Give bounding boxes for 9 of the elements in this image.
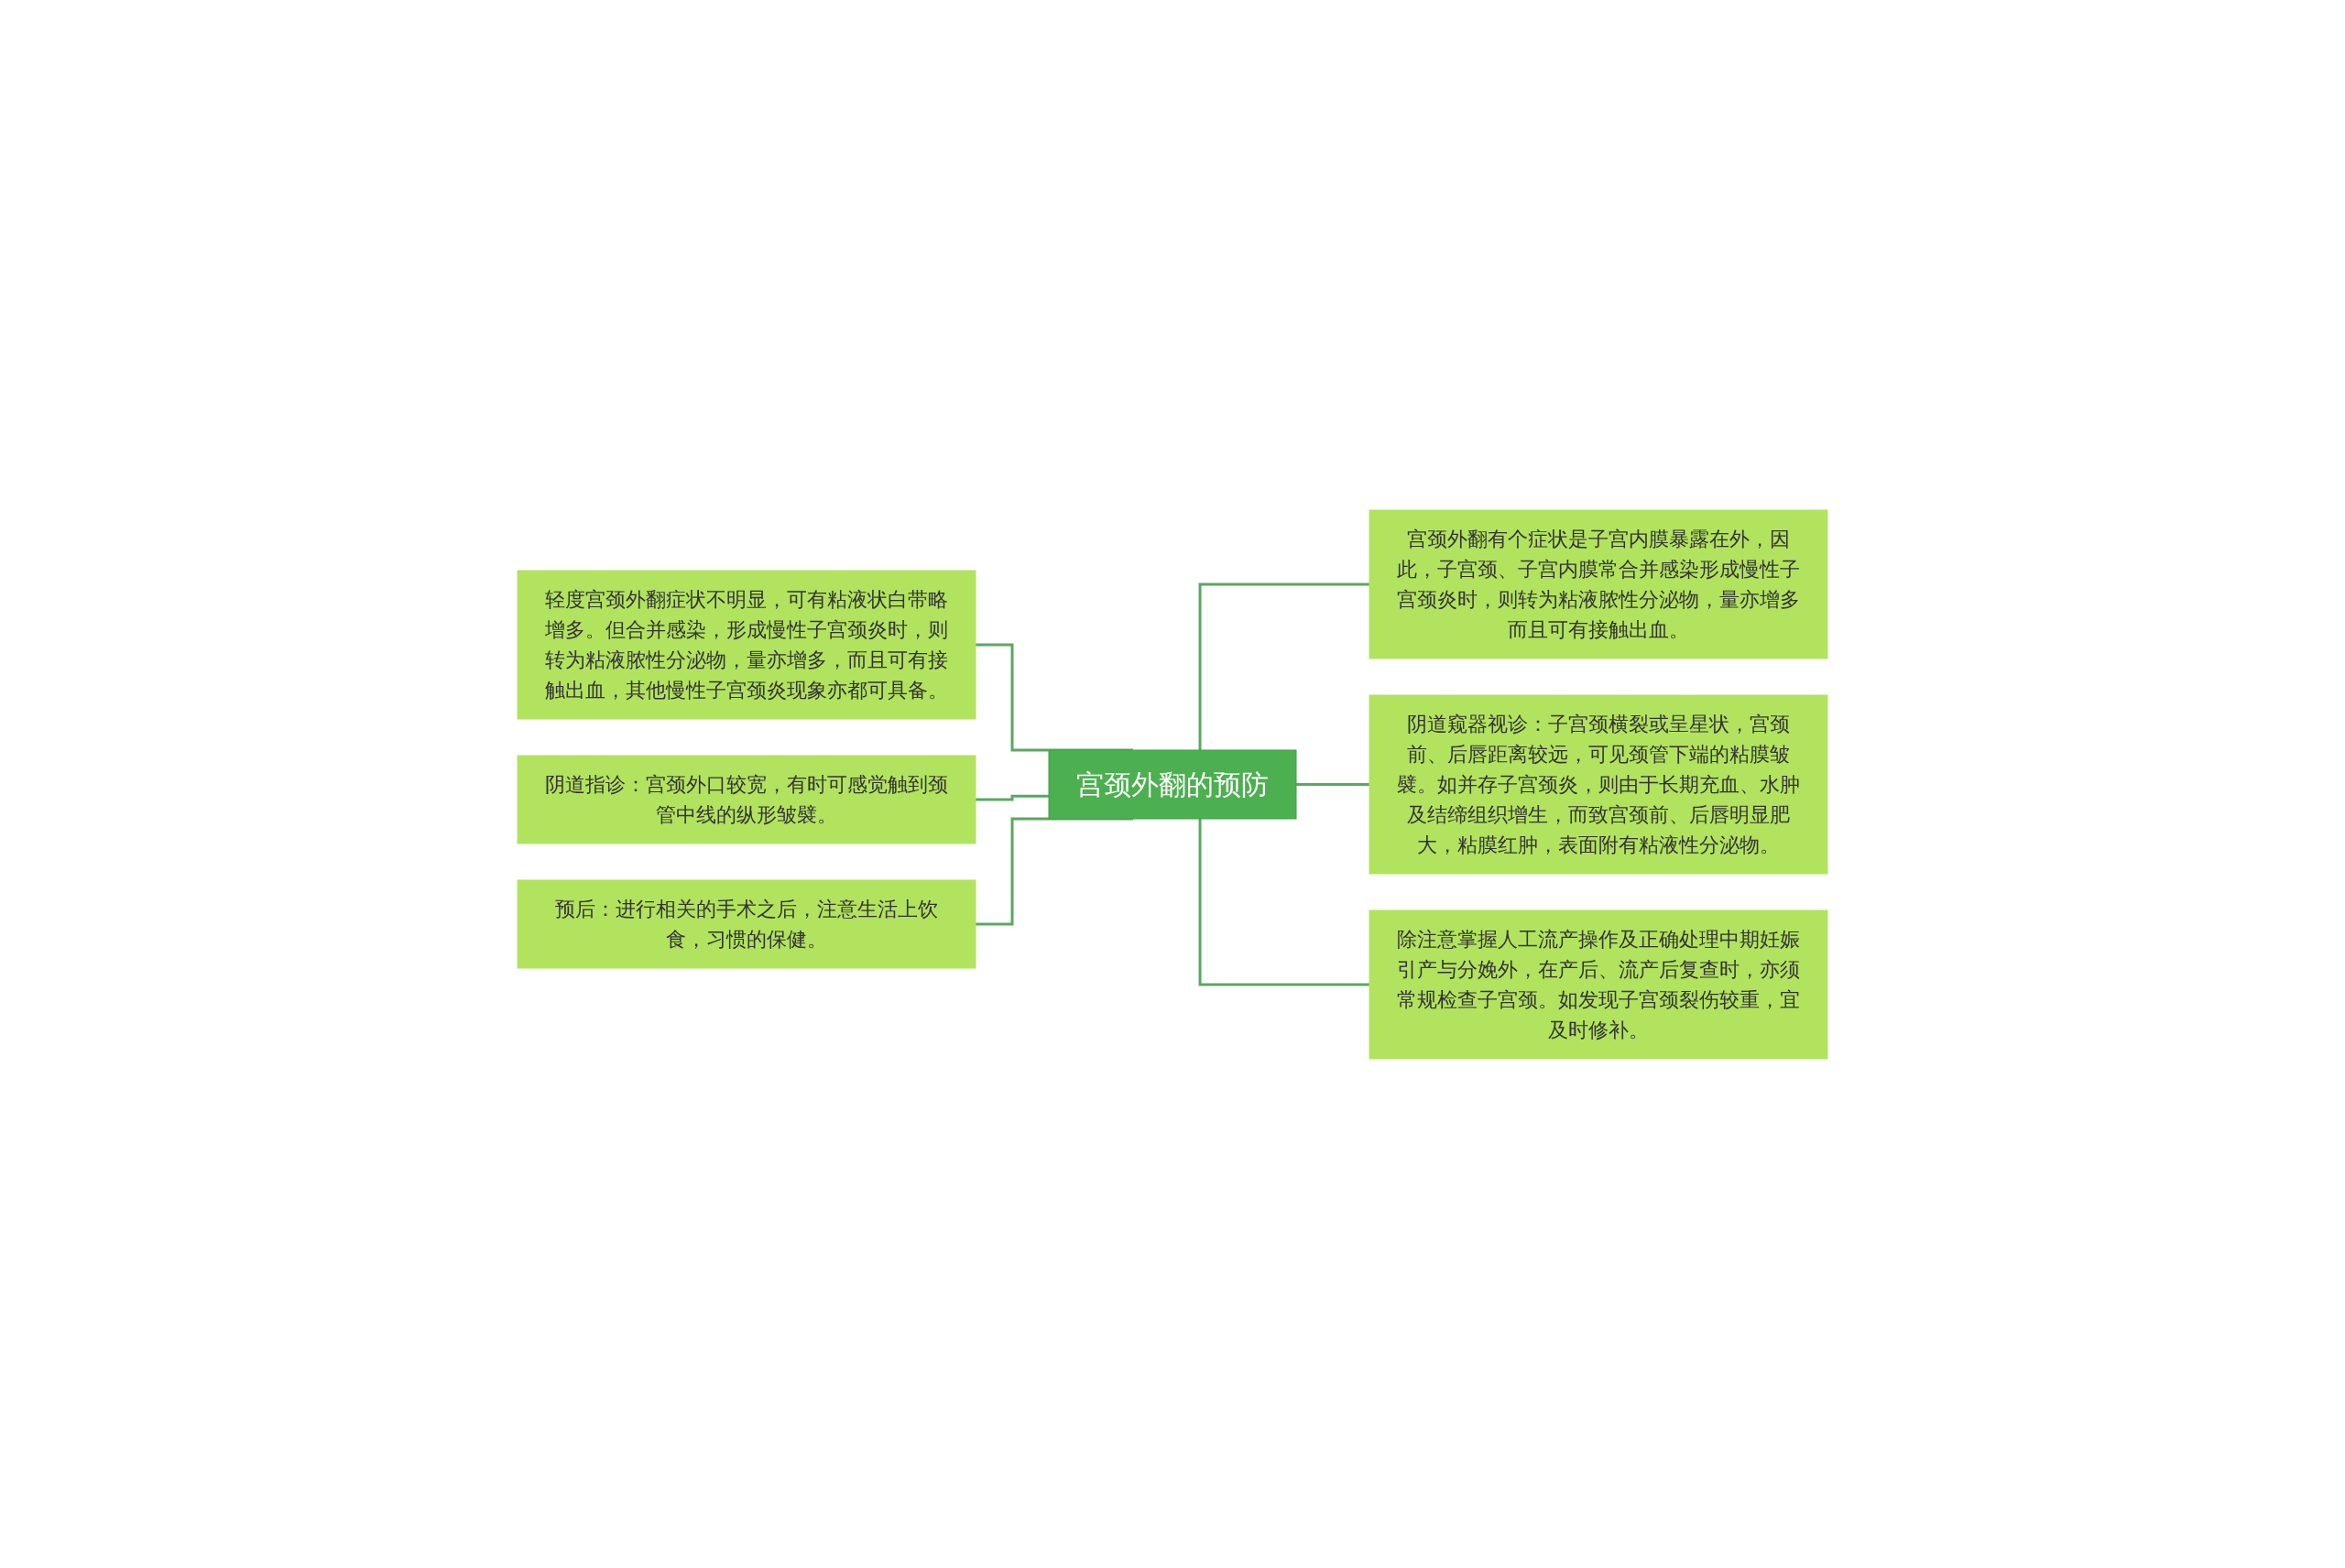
node-box: 宫颈外翻有个症状是子宫内膜暴露在外，因此，子宫颈、子宫内膜常合并感染形成慢性子宫颈炎时，则转为粘液脓性分泌物，量亦增多而且可有接触出血。: [1369, 509, 1828, 659]
connector: [1198, 583, 1369, 750]
node-box: 宫颈外翻的预防: [1048, 749, 1297, 819]
node-box: 预后：进行相关的手术之后，注意生活上饮食，习惯的保健。: [517, 879, 976, 968]
node-box: 轻度宫颈外翻症状不明显，可有粘液状白带略增多。但合并感染，形成慢性子宫颈炎时，则转为粘液脓性分泌物，量亦增多，而且可有接触出血，其他慢性子宫颈炎现象亦都可具备。: [517, 570, 976, 719]
connector: [1198, 818, 1369, 985]
node-box: 除注意掌握人工流产操作及正确处理中期妊娠引产与分娩外，在产后、流产后复查时，亦须常规检查子宫颈。如发现子宫颈裂伤较重，宜及时修补。: [1369, 909, 1828, 1059]
node-box: 阴道指诊：宫颈外口较宽，有时可感觉触到颈管中线的纵形皱襞。: [517, 755, 976, 844]
node-box: 阴道窥器视诊：子宫颈横裂或呈星状，宫颈前、后唇距离较远，可见颈管下端的粘膜皱襞。如并存子宫颈炎，则由于长期充血、水肿及结缔组织增生，而致宫颈前、后唇明显肥大，粘膜红肿，表面附有粘液性分泌物。: [1369, 694, 1828, 874]
